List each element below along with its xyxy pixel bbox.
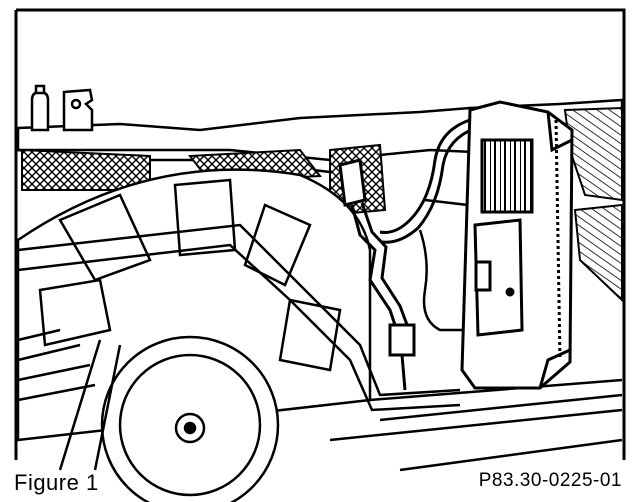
figure-label: Figure 1 bbox=[14, 470, 99, 495]
fan-hub bbox=[100, 335, 280, 502]
module-mounting-bracket bbox=[418, 198, 469, 332]
figure-reference-code: P83.30-0225-01 bbox=[478, 470, 622, 491]
hatched-panel-right bbox=[563, 106, 623, 303]
fan-blades bbox=[38, 178, 342, 372]
control-module bbox=[460, 100, 574, 390]
image-frame bbox=[14, 8, 626, 460]
lower-right-structure bbox=[329, 378, 623, 442]
fan-guard-wires bbox=[17, 223, 461, 471]
wiring-harness bbox=[338, 118, 477, 391]
reservoir-caps bbox=[30, 84, 94, 132]
lower-rail bbox=[399, 438, 623, 472]
